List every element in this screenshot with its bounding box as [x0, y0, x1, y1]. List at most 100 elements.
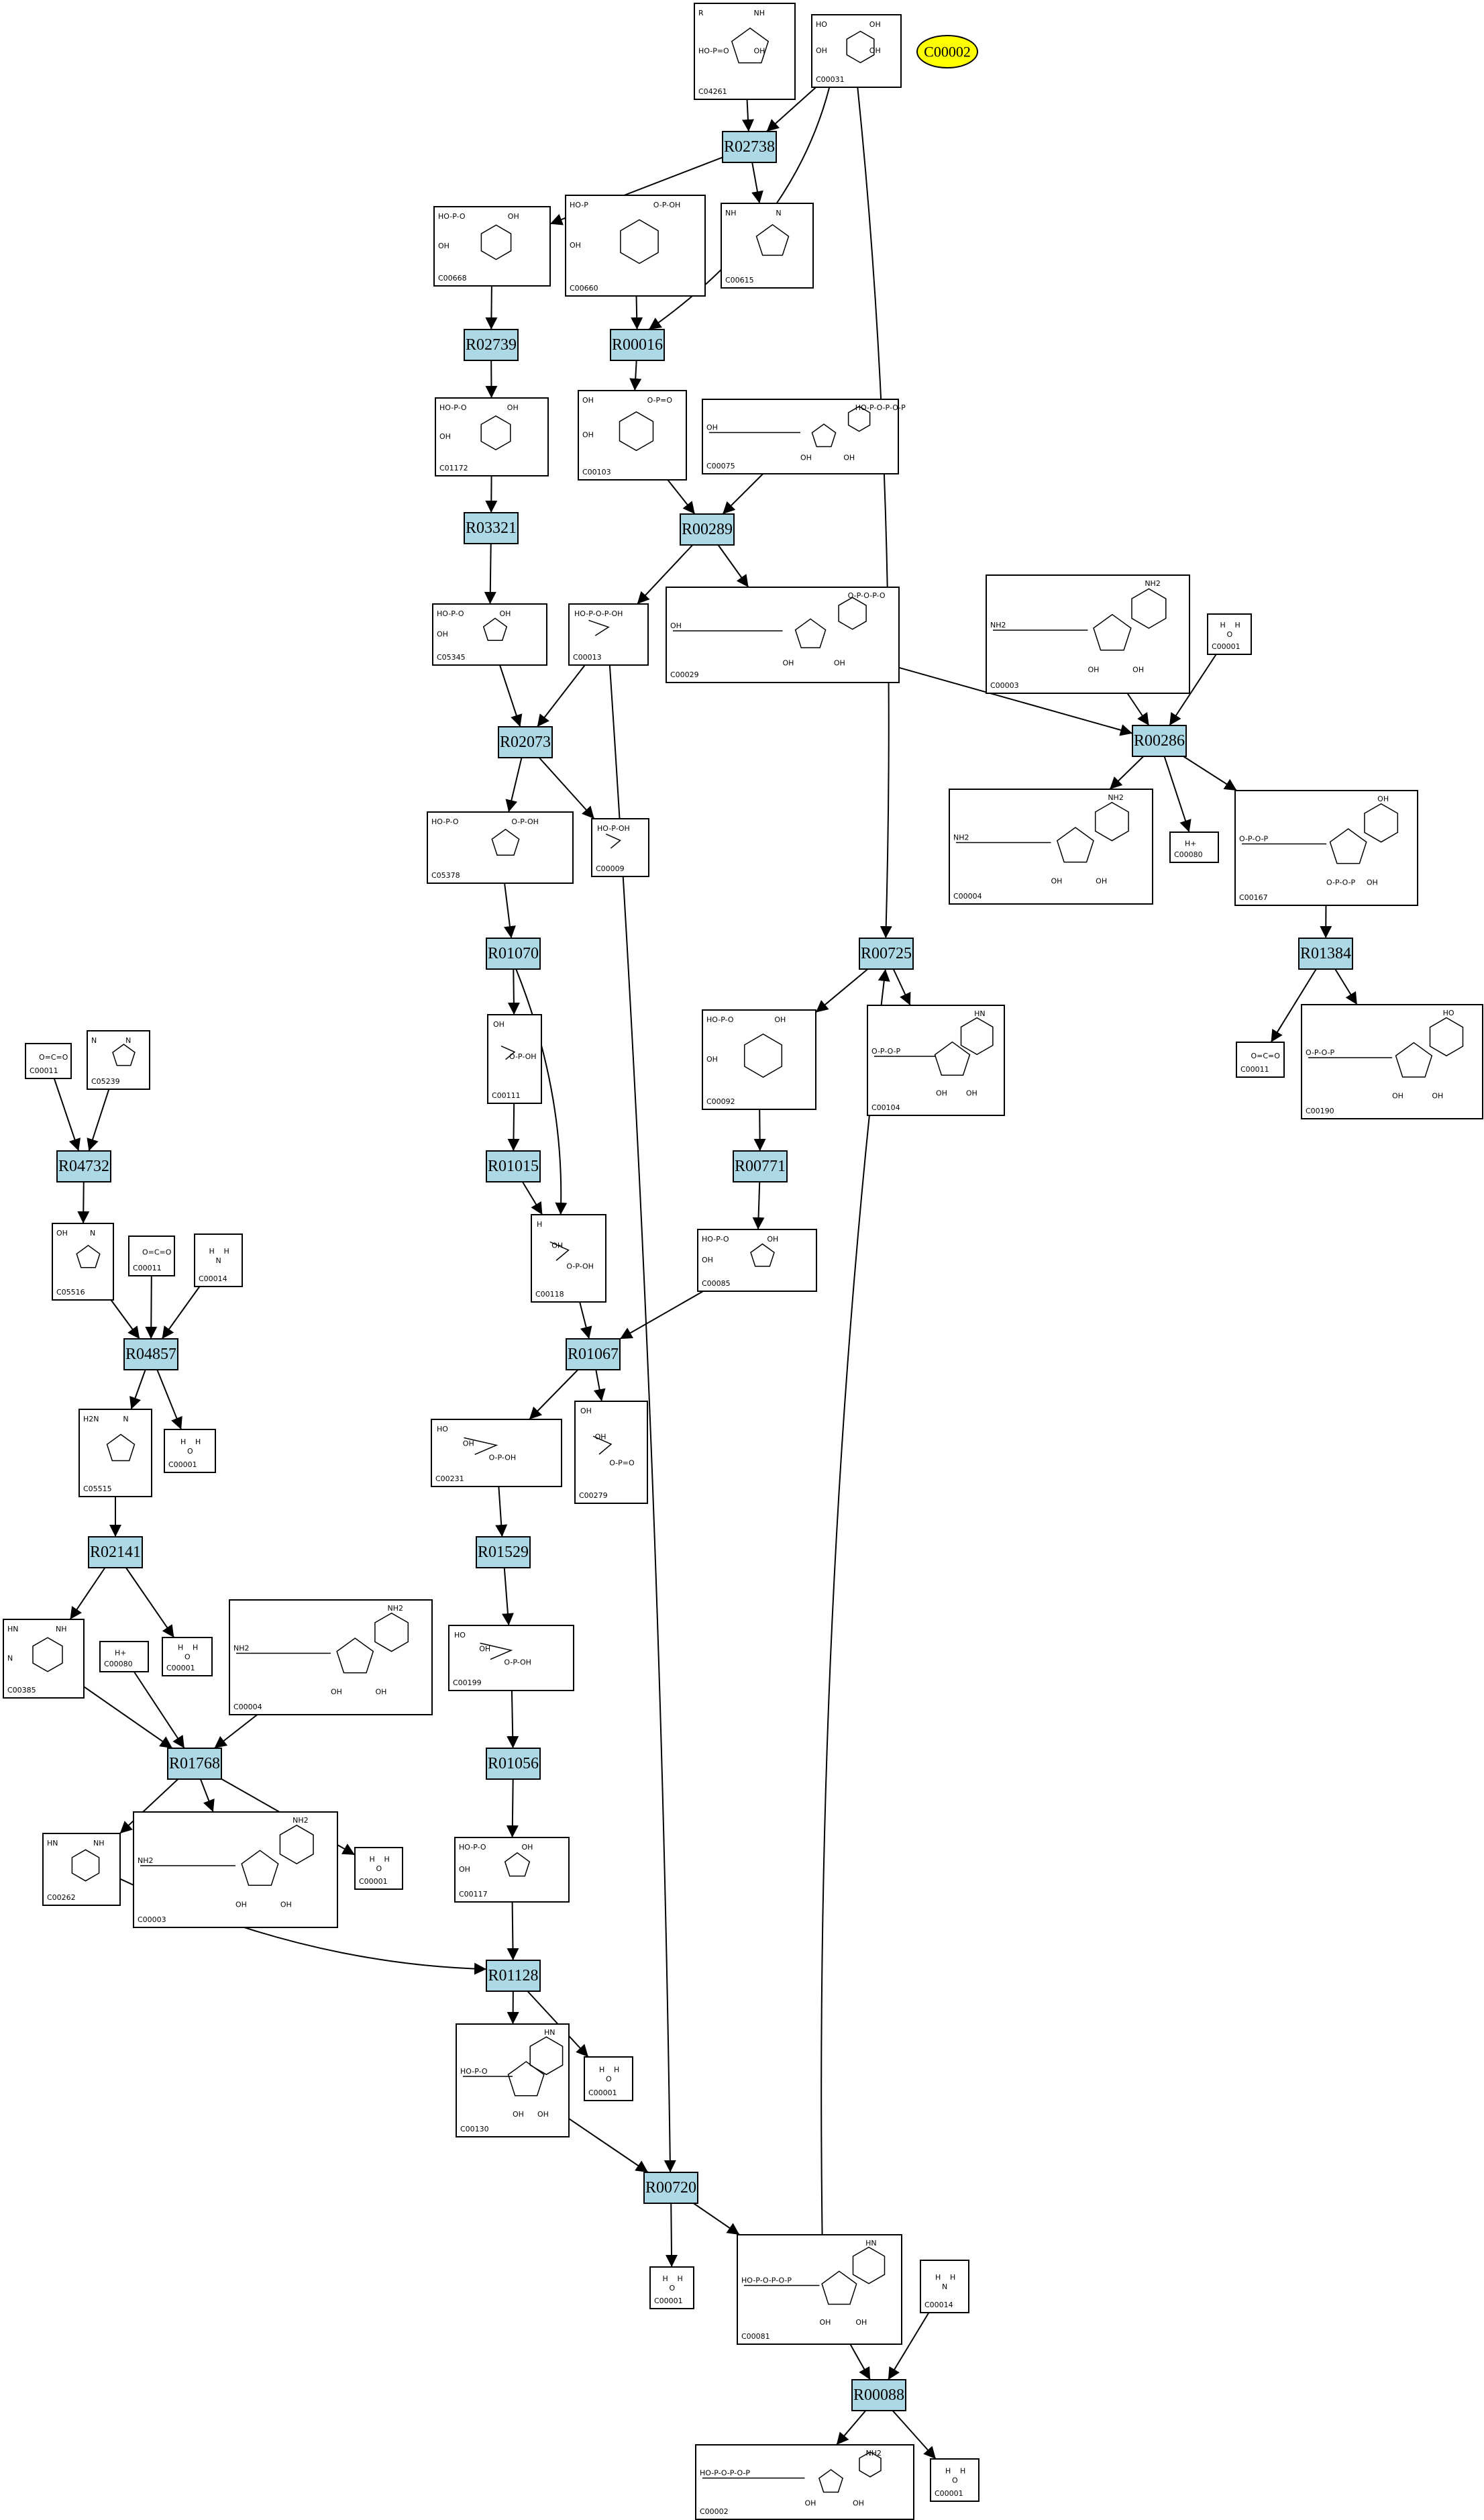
reaction-node-r00725[interactable]: R00725	[859, 938, 914, 970]
reaction-node-r02739[interactable]: R02739	[464, 329, 519, 361]
edge	[717, 544, 749, 588]
reaction-node-r02738[interactable]: R02738	[722, 131, 777, 163]
atom-label: OH	[1377, 795, 1389, 803]
reaction-id-label: R04732	[58, 1158, 109, 1175]
reaction-node-r03321[interactable]: R03321	[464, 512, 519, 544]
structure-drawing	[592, 1435, 613, 1455]
compound-id-label: C05378	[431, 871, 460, 880]
reaction-node-r00088[interactable]: R00088	[851, 2379, 906, 2411]
reaction-node-r01067[interactable]: R01067	[566, 1338, 621, 1370]
reaction-id-label: R01056	[488, 1755, 539, 1772]
reaction-node-r00289[interactable]: R00289	[680, 513, 735, 546]
reaction-node-r00720[interactable]: R00720	[643, 2172, 698, 2204]
reaction-node-r01128[interactable]: R01128	[486, 1960, 541, 1992]
edge	[1183, 756, 1238, 791]
reaction-node-r01529[interactable]: R01529	[476, 1536, 531, 1568]
atom-label: OH	[463, 1439, 474, 1448]
atom-label: O	[184, 1653, 191, 1662]
atom-label: H	[193, 1644, 198, 1652]
edge	[608, 664, 676, 2173]
atom-label: H	[224, 1247, 229, 1256]
atom-label: HO-P-O	[460, 2067, 488, 2076]
reaction-node-r00016[interactable]: R00016	[610, 329, 665, 361]
reaction-node-r04732[interactable]: R04732	[56, 1150, 111, 1182]
atom-label: OH	[438, 242, 449, 250]
reaction-node-r00286[interactable]: R00286	[1132, 725, 1187, 757]
atom-label: O=C=O	[39, 1053, 68, 1062]
edge	[753, 1109, 766, 1152]
atom-label: NH2	[1108, 793, 1124, 802]
reaction-id-label: R02739	[466, 336, 517, 354]
atom-label: OH	[439, 432, 451, 441]
atom-label: O	[1227, 630, 1233, 639]
reaction-node-r02141[interactable]: R02141	[88, 1536, 143, 1568]
reaction-node-r04857[interactable]: R04857	[123, 1338, 178, 1370]
edge	[568, 2118, 649, 2173]
reaction-node-r01768[interactable]: R01768	[167, 1748, 222, 1780]
reaction-node-r02073[interactable]: R02073	[498, 726, 553, 758]
reaction-node-r01384[interactable]: R01384	[1298, 938, 1353, 970]
edge	[161, 1286, 201, 1340]
reaction-node-r01056[interactable]: R01056	[486, 1748, 541, 1780]
reaction-node-r00771[interactable]: R00771	[733, 1150, 788, 1182]
atom-label: H	[614, 2066, 619, 2074]
reaction-node-r01070[interactable]: R01070	[486, 938, 541, 970]
edge	[1169, 654, 1217, 726]
atom-label: OH	[855, 2318, 867, 2327]
edge	[484, 543, 496, 605]
target-compound-node[interactable]: C00002	[916, 35, 978, 68]
reaction-node-r01015[interactable]: R01015	[486, 1150, 541, 1182]
structure-drawing	[743, 1034, 783, 1078]
